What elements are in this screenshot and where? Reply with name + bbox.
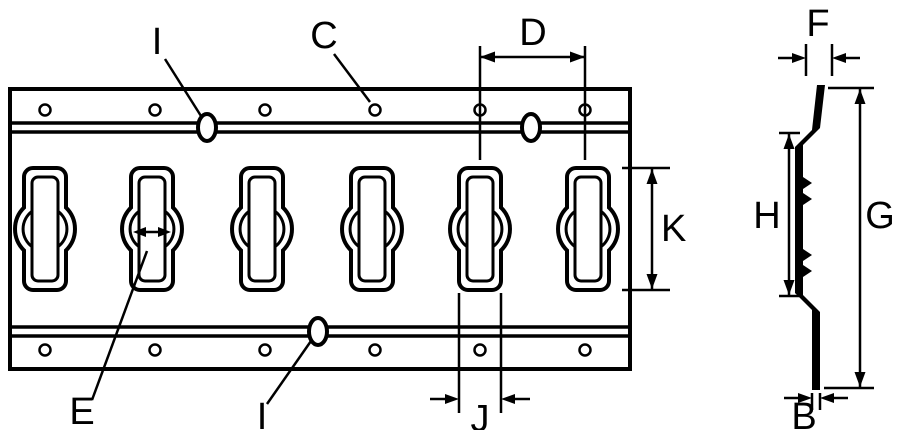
dim-E: E <box>69 227 171 430</box>
arrowhead <box>783 280 795 295</box>
arrowhead <box>646 169 658 184</box>
arrowhead <box>480 51 495 63</box>
label-D: D <box>519 12 546 54</box>
label-G: G <box>865 195 895 237</box>
label-K: K <box>661 208 686 250</box>
track-slot <box>120 166 184 292</box>
rivet-hole <box>38 103 52 117</box>
oval-slot <box>196 112 218 143</box>
dim-F: F <box>778 3 860 76</box>
arrowhead <box>501 394 515 404</box>
arrowhead <box>854 372 866 387</box>
front-view <box>8 87 632 371</box>
track-slot <box>448 166 512 292</box>
arrowhead <box>783 134 795 149</box>
slot-lip-notch <box>803 249 812 261</box>
dim-J: J <box>430 293 530 430</box>
rivet-hole <box>258 103 272 117</box>
rivet-hole <box>148 103 162 117</box>
track-slot <box>340 166 404 292</box>
dim-G: G <box>824 86 895 390</box>
rivet-hole <box>38 343 52 357</box>
dim-D: D <box>478 12 587 160</box>
label-H: H <box>753 195 780 237</box>
label-I-top: I <box>152 21 163 63</box>
dim-C: C <box>310 15 371 103</box>
rivet-hole <box>368 343 382 357</box>
arrowhead <box>798 393 812 403</box>
oval-slot <box>307 316 329 347</box>
label-I-bottom: I <box>257 396 268 430</box>
arrowhead <box>646 274 658 289</box>
track-slot <box>230 166 294 292</box>
leader-line <box>333 53 371 103</box>
rivet-hole <box>368 103 382 117</box>
rail-profile <box>795 85 825 390</box>
arrowhead <box>820 393 834 403</box>
slot-lip-notch <box>803 177 812 189</box>
dim-H: H <box>753 131 800 298</box>
arrowhead <box>158 227 171 237</box>
label-J: J <box>471 398 490 430</box>
leader-line <box>163 58 203 117</box>
track-slot <box>556 166 620 292</box>
arrowhead <box>445 394 459 404</box>
arrowhead <box>832 53 846 63</box>
dim-B: B <box>784 393 848 430</box>
label-B: B <box>791 396 816 430</box>
dim-K: K <box>622 166 686 292</box>
arrowhead <box>570 51 585 63</box>
dim-I-top: I <box>152 21 203 117</box>
leader-line <box>265 340 313 405</box>
side-view <box>795 85 825 390</box>
leader-line <box>90 250 149 401</box>
rail-face <box>8 87 632 371</box>
rivet-hole <box>578 343 592 357</box>
dim-I-bottom: I <box>257 340 313 430</box>
arrowhead <box>133 227 146 237</box>
track-slot <box>13 166 77 292</box>
arrowhead <box>792 53 806 63</box>
rivet-hole <box>258 343 272 357</box>
rivet-hole <box>473 343 487 357</box>
rivet-hole <box>148 343 162 357</box>
label-F: F <box>806 3 829 45</box>
oval-slot <box>520 112 542 143</box>
slot-lip-notch <box>803 193 812 205</box>
label-E: E <box>69 391 94 430</box>
arrowhead <box>854 89 866 104</box>
slot-lip-notch <box>803 265 812 277</box>
label-C: C <box>310 15 337 57</box>
